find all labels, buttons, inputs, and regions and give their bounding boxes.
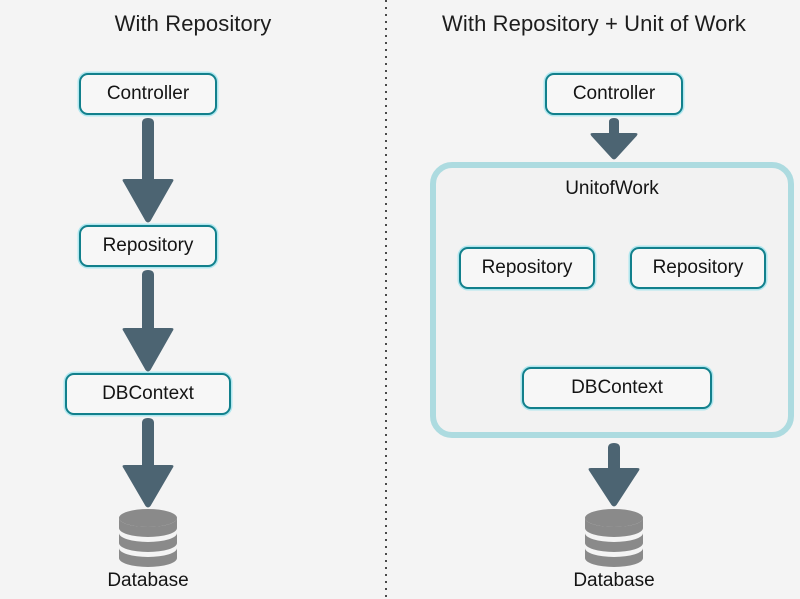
panel-divider — [385, 0, 387, 599]
database-icon-left — [117, 508, 179, 570]
database-label-left: Database — [107, 570, 189, 591]
node-dbcontext-left[interactable]: DBContext — [65, 373, 231, 415]
right-panel-title: With Repository + Unit of Work — [442, 11, 746, 36]
node-repository-left[interactable]: Repository — [79, 225, 217, 267]
unit-of-work-label: UnitofWork — [565, 178, 659, 199]
node-dbcontext-right[interactable]: DBContext — [522, 367, 712, 409]
panel-with-repository: With Repository Controller Repository DB… — [0, 0, 386, 599]
arrow-controller-to-repository — [122, 117, 174, 224]
panel-with-repository-unit-of-work: With Repository + Unit of Work Controlle… — [388, 0, 800, 599]
node-repository-right-1[interactable]: Repository — [459, 247, 595, 289]
arrow-controller-to-unitofwork — [588, 117, 640, 161]
unit-of-work-container[interactable]: UnitofWork Repository Repository DBConte… — [430, 162, 794, 438]
arrow-dbcontext-to-database — [122, 417, 174, 509]
database-icon-right — [583, 508, 645, 570]
arrow-repository-to-dbcontext — [122, 269, 174, 373]
node-controller-left[interactable]: Controller — [79, 73, 217, 115]
arrow-unitofwork-to-database — [588, 442, 640, 508]
node-repository-right-2[interactable]: Repository — [630, 247, 766, 289]
database-label-right: Database — [573, 570, 655, 591]
left-panel-title: With Repository — [114, 11, 272, 36]
node-controller-right[interactable]: Controller — [545, 73, 683, 115]
